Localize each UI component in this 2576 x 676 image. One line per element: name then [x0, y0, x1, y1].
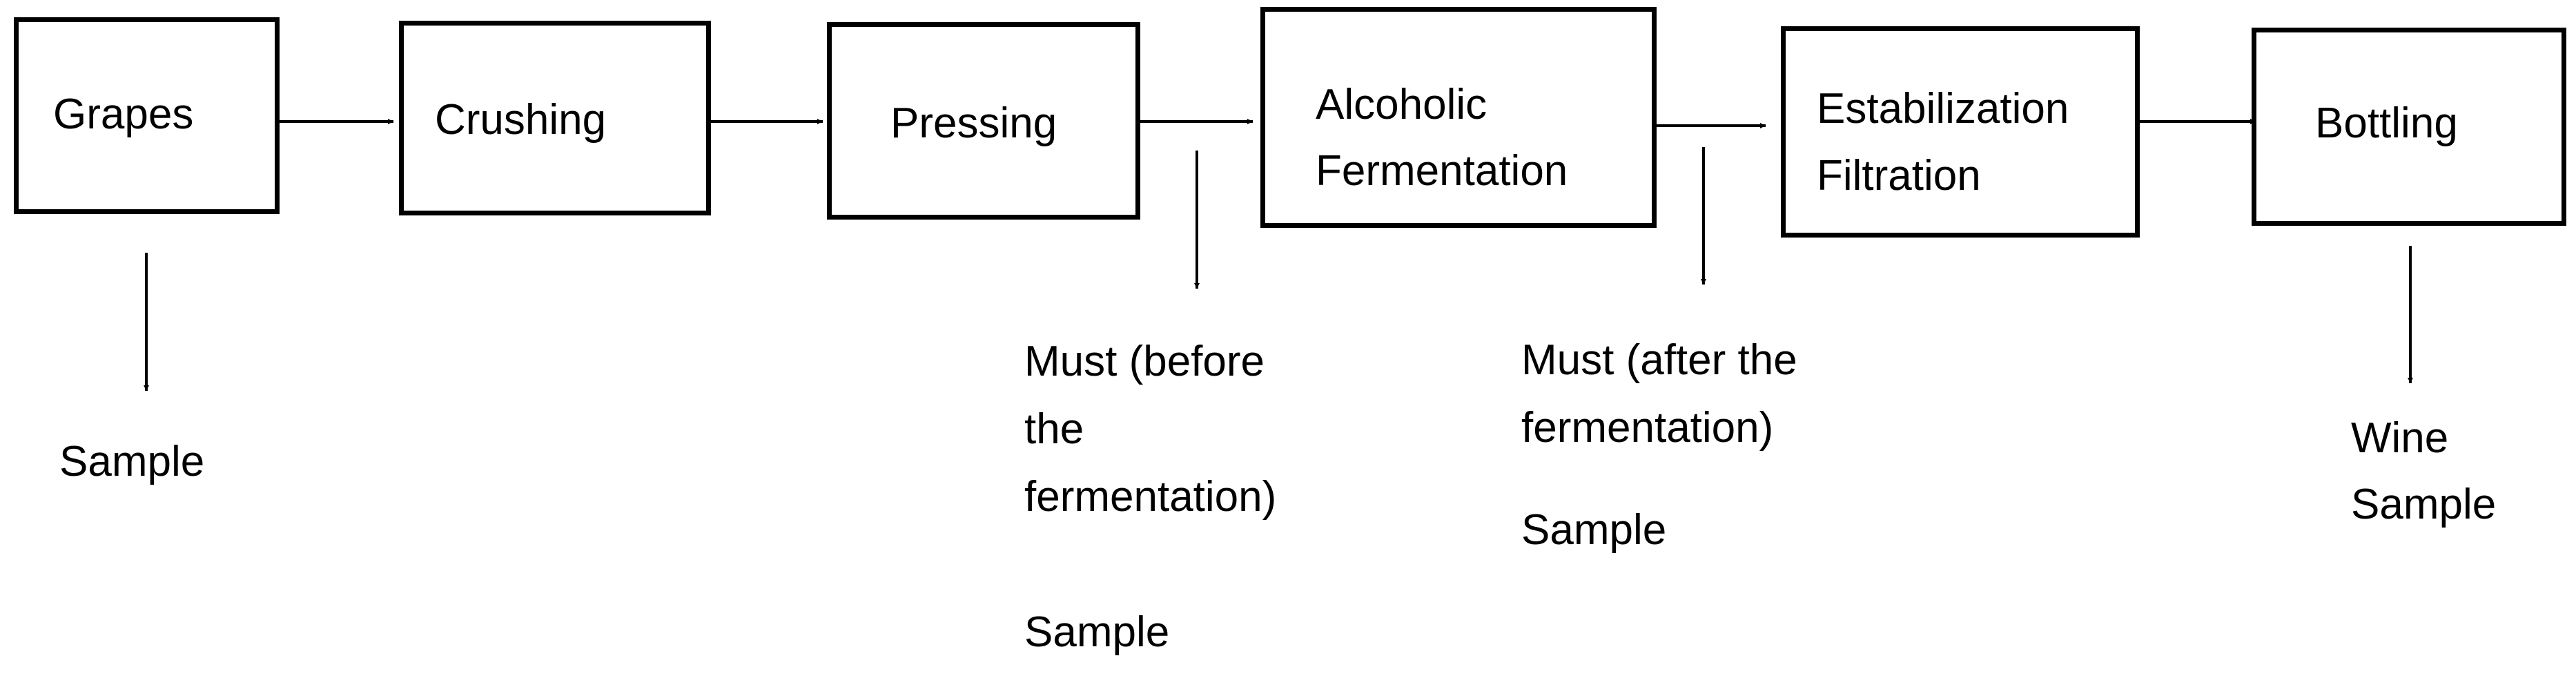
sample-material-line: the [1024, 405, 1084, 453]
sample-tag: Sample [2351, 481, 2497, 528]
step-bottling-label: Bottling [2315, 99, 2458, 147]
step-alcoholic-fermentation-label-line2: Fermentation [1316, 147, 1568, 195]
sample-must-after-fermentation: Must (after the fermentation) Sample [1521, 327, 1797, 564]
sample-tag: Sample [1024, 608, 1170, 656]
step-estabilization-filtration-label-line2: Filtration [1817, 152, 1981, 200]
step-crushing-label: Crushing [435, 96, 607, 144]
step-estabilization-filtration: Estabilization Filtration [1781, 26, 2140, 238]
sample-grapes: Sample [59, 428, 204, 496]
sample-material-line: Must (after the [1521, 336, 1797, 384]
step-grapes: Grapes [14, 17, 280, 214]
sample-material-line: fermentation) [1521, 404, 1774, 452]
sample-wine: Wine Sample [2351, 405, 2496, 539]
step-bottling: Bottling [2252, 28, 2566, 226]
step-estabilization-filtration-label-line1: Estabilization [1817, 85, 2069, 133]
step-pressing: Pressing [827, 22, 1140, 220]
step-pressing-label: Pressing [890, 99, 1057, 147]
sample-tag: Sample [59, 438, 205, 485]
step-crushing: Crushing [399, 21, 711, 215]
sample-tag: Sample [1521, 506, 1667, 554]
sample-material-line: Wine [2351, 414, 2449, 462]
sample-must-before-fermentation: Must (before the fermentation) Sample [1024, 328, 1276, 666]
step-alcoholic-fermentation: Alcoholic Fermentation [1260, 7, 1657, 228]
sample-material-line: fermentation) [1024, 473, 1277, 521]
step-alcoholic-fermentation-label-line1: Alcoholic [1316, 81, 1487, 128]
step-grapes-label: Grapes [53, 90, 194, 138]
sample-material-line: Must (before [1024, 338, 1265, 385]
